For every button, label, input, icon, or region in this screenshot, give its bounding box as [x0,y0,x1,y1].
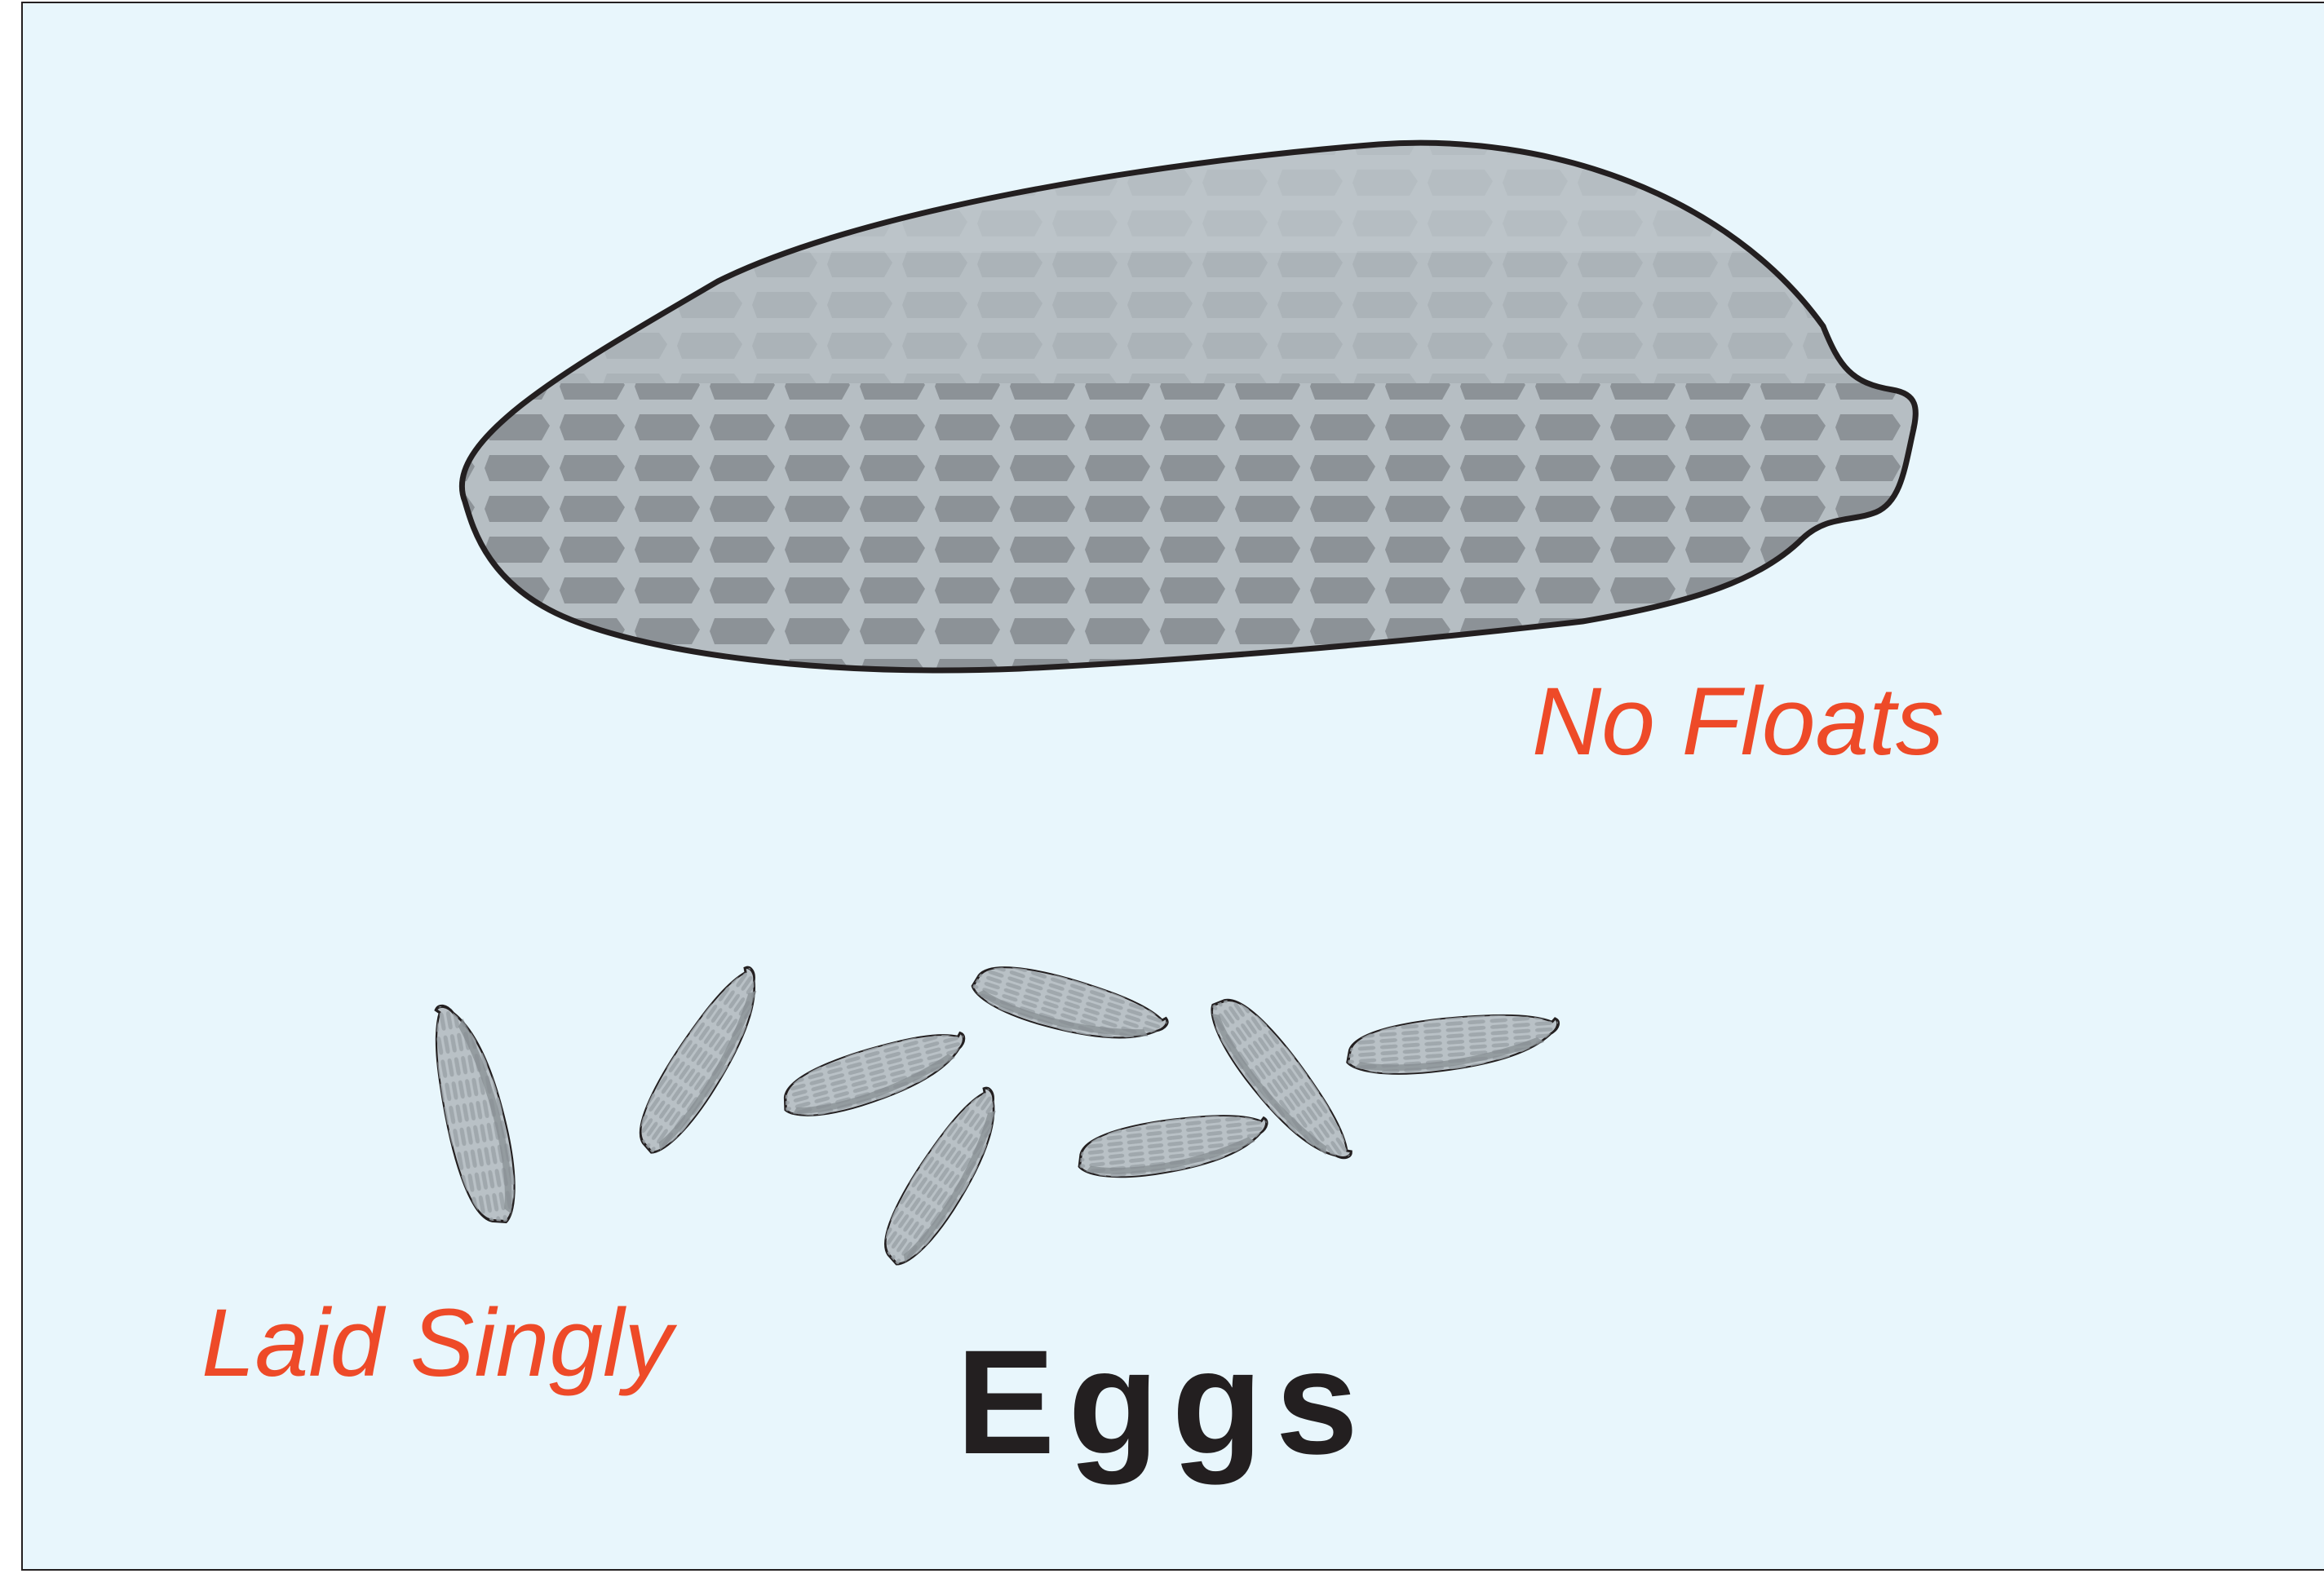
small-egg [866,1082,1022,1273]
small-egg [621,961,783,1161]
small-egg [1075,1110,1270,1182]
small-egg [967,951,1171,1062]
no-floats-label: No Floats [1532,674,1944,770]
small-egg [427,998,523,1228]
small-egg [1345,1010,1561,1078]
small-eggs-group [427,951,1561,1273]
small-egg [776,1024,974,1125]
eggs-title: Eggs [956,1328,1371,1476]
laid-singly-label: Laid Singly [201,1295,672,1391]
large-egg [440,139,1925,693]
